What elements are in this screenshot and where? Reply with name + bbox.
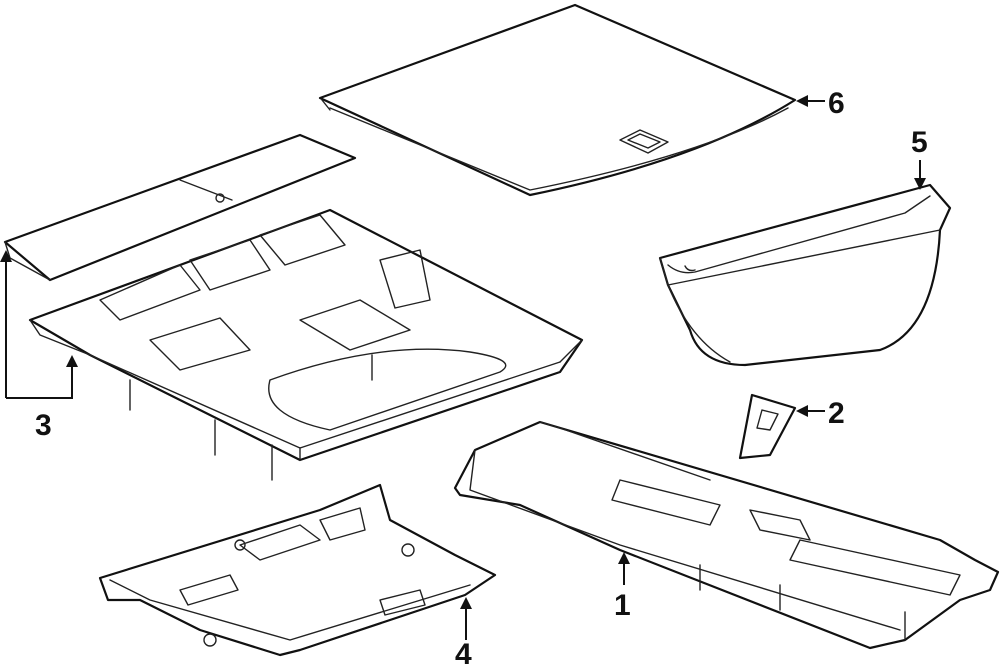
part-3-storage-tray [28, 208, 584, 481]
callout-1: 1 [614, 589, 631, 622]
part-1-trim-panel [453, 420, 1000, 650]
part-3-cover-panel [3, 133, 357, 282]
part-5-storage-bin [658, 183, 952, 367]
leader-lines [0, 95, 926, 640]
part-2-bracket [738, 393, 797, 460]
callout-4: 4 [455, 638, 472, 666]
part-4-floor-support [98, 483, 497, 657]
callout-5: 5 [911, 126, 928, 159]
part-6-load-floor-panel [318, 3, 797, 197]
callout-6: 6 [828, 87, 845, 120]
callout-2: 2 [828, 397, 845, 430]
callout-3: 3 [35, 409, 52, 442]
